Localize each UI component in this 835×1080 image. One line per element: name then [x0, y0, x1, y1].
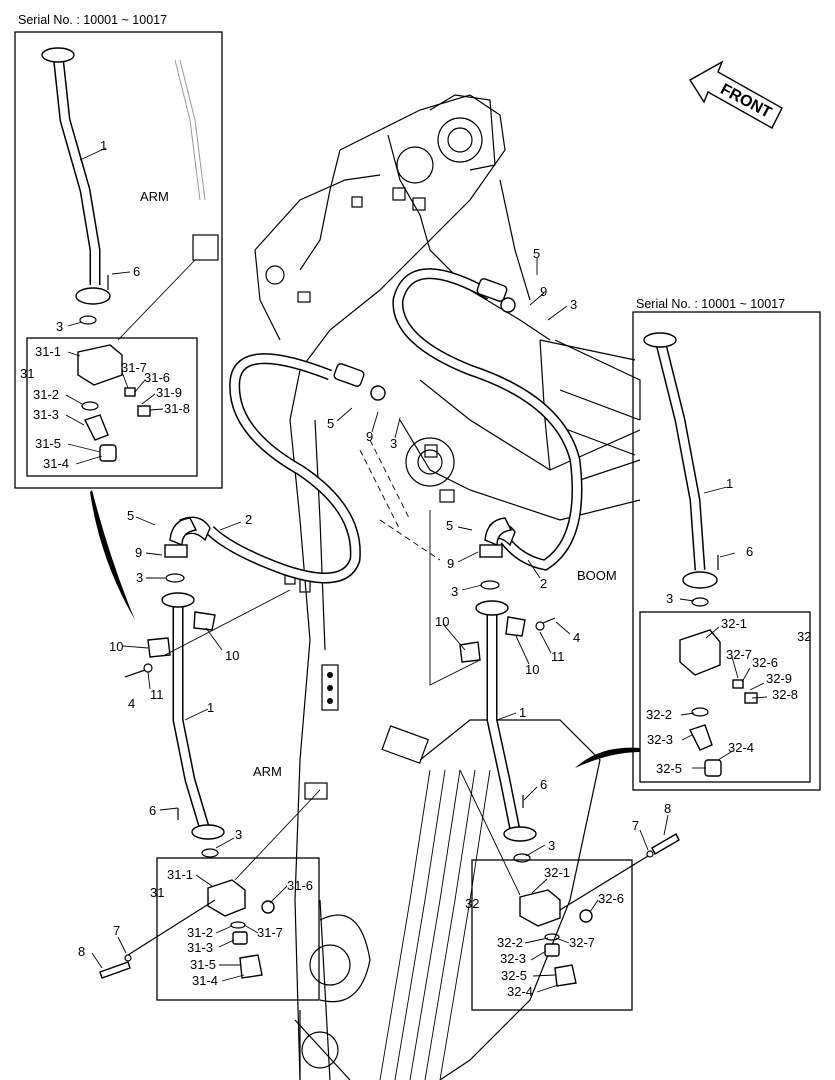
callout-31-8: 31-8 [164, 401, 190, 416]
callout-4: 4 [573, 630, 580, 645]
callout-32-6: 32-6 [752, 655, 778, 670]
callout-3: 3 [451, 584, 458, 599]
callout-31-3: 31-3 [33, 407, 59, 422]
callout-32-4: 32-4 [507, 984, 533, 999]
callout-1: 1 [519, 705, 526, 720]
right-pipe-assembly [429, 510, 680, 1011]
callout-5: 5 [327, 416, 334, 431]
callout-31-5: 31-5 [190, 957, 216, 972]
callout-1: 1 [100, 138, 107, 153]
callout-7: 7 [632, 818, 639, 833]
callout-3: 3 [570, 297, 577, 312]
callout-11: 11 [551, 649, 565, 664]
callout-32-1: 32-1 [544, 865, 570, 880]
callout-6: 6 [133, 264, 140, 279]
boom-structure [174, 59, 641, 1080]
callout-5: 5 [446, 518, 453, 533]
left-pipe-assembly [99, 517, 321, 1001]
callout-32-5: 32-5 [501, 968, 527, 983]
callout-32-7: 32-7 [726, 647, 752, 662]
callout-31-9: 31-9 [156, 385, 182, 400]
callout-9: 9 [447, 556, 454, 571]
callout-10: 10 [225, 648, 239, 663]
callout-32-5: 32-5 [656, 761, 682, 776]
callout-31-6: 31-6 [144, 370, 170, 385]
callout-1: 1 [207, 700, 214, 715]
callout-3: 3 [548, 838, 555, 853]
callout-32-2: 32-2 [646, 707, 672, 722]
callout-32-3: 32-3 [647, 732, 673, 747]
callout-31: 31 [20, 366, 34, 381]
callout-31-1: 31-1 [35, 344, 61, 359]
front-direction-arrow: FRONT [689, 60, 783, 129]
callout-32-6: 32-6 [598, 891, 624, 906]
callout-31-2: 31-2 [187, 925, 213, 940]
callout-32-3: 32-3 [500, 951, 526, 966]
callout-7: 7 [113, 923, 120, 938]
callout-31-4: 31-4 [192, 973, 218, 988]
callout-8: 8 [78, 944, 85, 959]
callout-labels: 1 6 3 31 31-1 31-7 31-6 31-2 31-9 31-3 3… [20, 138, 811, 999]
hoses [179, 268, 583, 584]
callout-4: 4 [128, 696, 135, 711]
callout-32-4: 32-4 [728, 740, 754, 755]
callout-31-2: 31-2 [33, 387, 59, 402]
callout-32-8: 32-8 [772, 687, 798, 702]
region-label-arm-lower: ARM [253, 764, 282, 779]
callout-3: 3 [235, 827, 242, 842]
callout-32-7: 32-7 [569, 935, 595, 950]
callout-3: 3 [136, 570, 143, 585]
callout-32: 32 [797, 629, 811, 644]
callout-6: 6 [746, 544, 753, 559]
leader-lines [65, 147, 768, 993]
callout-2: 2 [245, 512, 252, 527]
serial-note-right: Serial No. : 10001 ~ 10017 [636, 297, 785, 311]
callout-32-9: 32-9 [766, 671, 792, 686]
inset-left-upper [14, 31, 223, 489]
callout-31-6: 31-6 [287, 878, 313, 893]
callout-32-1: 32-1 [721, 616, 747, 631]
callout-9: 9 [540, 284, 547, 299]
callout-31: 31 [150, 885, 164, 900]
callout-31-7: 31-7 [257, 925, 283, 940]
region-label-boom: BOOM [577, 568, 617, 583]
callout-31-7: 31-7 [121, 360, 147, 375]
serial-note-left: Serial No. : 10001 ~ 10017 [18, 13, 167, 27]
callout-32: 32 [465, 896, 479, 911]
callout-9: 9 [366, 429, 373, 444]
callout-1: 1 [726, 476, 733, 491]
callout-31-1: 31-1 [167, 867, 193, 882]
inset-right-upper [632, 311, 821, 791]
callout-9: 9 [135, 545, 142, 560]
callout-31-5: 31-5 [35, 436, 61, 451]
callout-3: 3 [666, 591, 673, 606]
callout-6: 6 [540, 777, 547, 792]
callout-31-3: 31-3 [187, 940, 213, 955]
callout-6: 6 [149, 803, 156, 818]
region-label-arm-upper: ARM [140, 189, 169, 204]
callout-10: 10 [435, 614, 449, 629]
callout-32-2: 32-2 [497, 935, 523, 950]
callout-3: 3 [56, 319, 63, 334]
callout-5: 5 [533, 246, 540, 261]
callout-10: 10 [525, 662, 539, 677]
callout-2: 2 [540, 576, 547, 591]
callout-3: 3 [390, 436, 397, 451]
callout-11: 11 [150, 687, 164, 702]
reference-arrows [90, 490, 640, 768]
callout-8: 8 [664, 801, 671, 816]
callout-5: 5 [127, 508, 134, 523]
callout-31-4: 31-4 [43, 456, 69, 471]
callout-10: 10 [109, 639, 123, 654]
